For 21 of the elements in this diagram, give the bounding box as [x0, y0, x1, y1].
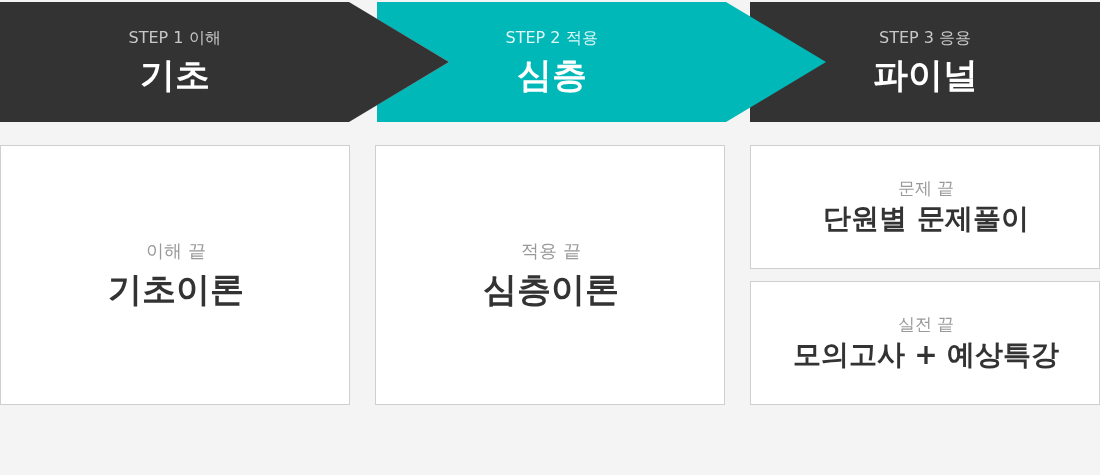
step-banner [377, 2, 827, 122]
step-label: STEP 3 응용 [878, 28, 971, 48]
step-title: 기초 [139, 55, 210, 96]
step-label: STEP 1 이해 [128, 28, 221, 48]
card-title: 단원별 문제풀이 [823, 202, 1029, 235]
step-title: 심층 [516, 55, 587, 96]
step-title: 파이널 [872, 55, 978, 96]
course-card [750, 145, 1100, 269]
step-label: STEP 2 적용 [505, 28, 598, 48]
card-subtitle: 적용 끝 [521, 241, 581, 262]
card-subtitle: 문제 끝 [897, 179, 955, 199]
card-title: 기초이론 [108, 269, 244, 309]
course-card [750, 281, 1100, 405]
card-subtitle: 실전 끝 [897, 315, 955, 335]
step-banner [0, 2, 450, 122]
course-card [375, 145, 725, 405]
course-card [0, 145, 350, 405]
card-title: 심층이론 [483, 269, 619, 309]
card-subtitle: 이해 끝 [146, 241, 206, 262]
card-title: 모의고사 + 예상특강 [792, 338, 1060, 371]
step-banner [750, 2, 1100, 122]
